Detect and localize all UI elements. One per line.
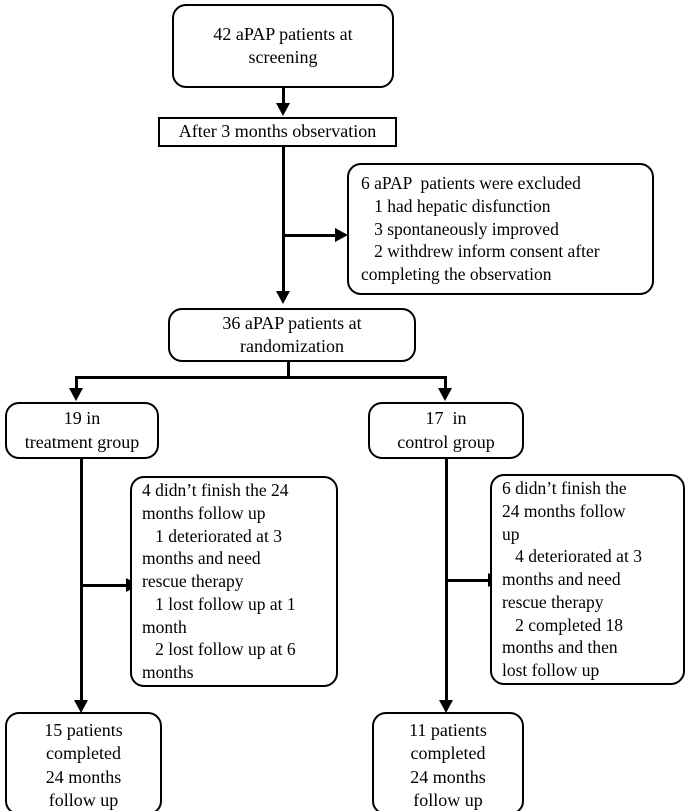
node-treatment-completed: 15 patients completed 24 months follow u… (5, 712, 162, 811)
arrowhead-split-to-treatment (69, 388, 83, 401)
node-control-dropout-line: rescue therapy (502, 591, 604, 612)
node-excluded-line: completing the observation (361, 264, 552, 285)
arrowhead-screening-to-observation (276, 103, 290, 116)
node-treatment-completed-line: 24 months (45, 766, 122, 787)
node-treatment-group-line: treatment group (24, 431, 140, 452)
node-excluded-line: 2 withdrew inform consent after (361, 241, 600, 262)
node-treatment-dropout-line: months (142, 662, 194, 683)
node-treatment-group-line: 19 in (63, 408, 101, 429)
node-control-completed-line: completed (410, 743, 486, 764)
node-control-dropout-line: 6 didn’t finish the (502, 478, 627, 499)
node-screening: 42 aPAP patients at screening (172, 4, 394, 88)
node-control-dropout-line: months and need (502, 569, 621, 590)
connector-control-trunk (445, 459, 448, 705)
connector-control-to-dropout (445, 579, 492, 582)
node-screening-line: screening (248, 47, 318, 67)
node-treatment-dropout-line: 4 didn’t finish the 24 (142, 480, 289, 501)
connector-randomization-stem (287, 362, 290, 379)
node-control-completed-line: 24 months (410, 766, 486, 787)
connector-split-to-control (444, 376, 447, 390)
node-control-dropout-line: 2 completed 18 (502, 614, 624, 635)
node-treatment-dropout-line: 1 deteriorated at 3 (142, 525, 282, 546)
node-treatment-completed-line: completed (46, 743, 121, 764)
node-excluded-line: 6 aPAP patients were excluded (361, 173, 581, 194)
node-treatment-dropout: 4 didn’t finish the 24 months follow up … (130, 476, 338, 687)
node-treatment-dropout-line: month (142, 616, 187, 637)
node-observation: After 3 months observation (158, 117, 397, 147)
connector-split-to-treatment (75, 376, 78, 390)
node-control-dropout-line: up (502, 523, 520, 544)
node-control-group-line: 17 in (425, 408, 467, 429)
node-control-completed-line: 11 patients (409, 720, 487, 740)
node-control-completed: 11 patients completed 24 months follow u… (372, 712, 524, 811)
node-control-group: 17 in control group (368, 402, 524, 459)
node-treatment-completed-line: follow up (48, 790, 119, 811)
node-treatment-dropout-line: months follow up (142, 502, 266, 523)
connector-screening-to-observation (282, 88, 285, 106)
connector-treatment-trunk (80, 459, 83, 705)
node-control-completed-line: follow up (413, 790, 483, 811)
node-treatment-dropout-line: 1 lost follow up at 1 (142, 593, 296, 614)
node-treatment-group: 19 in treatment group (5, 402, 159, 459)
arrowhead-observation-to-randomization (276, 291, 290, 304)
node-excluded-line: 3 spontaneously improved (361, 218, 559, 239)
node-excluded: 6 aPAP patients were excluded 1 had hepa… (347, 163, 654, 295)
node-treatment-completed-line: 15 patients (44, 720, 123, 740)
node-control-dropout-line: 24 months follow (502, 500, 626, 521)
node-control-dropout-line: lost follow up (502, 660, 600, 681)
arrowhead-treatment-to-completed (74, 700, 88, 713)
connector-treatment-to-dropout (80, 584, 130, 587)
node-treatment-dropout-line: 2 lost follow up at 6 (142, 639, 296, 660)
node-control-dropout-line: 4 deteriorated at 3 (502, 546, 642, 567)
connector-randomization-split-bar (75, 376, 447, 379)
node-randomization-line: 36 aPAP patients at (222, 312, 362, 333)
arrowhead-to-excluded (335, 228, 348, 242)
node-excluded-line: 1 had hepatic disfunction (361, 195, 551, 216)
arrowhead-control-to-completed (439, 700, 453, 713)
node-randomization-line: randomization (240, 336, 344, 356)
node-control-group-line: control group (397, 431, 495, 452)
node-observation-line: After 3 months observation (178, 121, 377, 142)
connector-to-excluded (282, 234, 337, 237)
connector-observation-to-randomization (282, 147, 285, 293)
node-treatment-dropout-line: months and need (142, 548, 261, 569)
node-randomization: 36 aPAP patients at randomization (168, 308, 416, 362)
node-treatment-dropout-line: rescue therapy (142, 571, 244, 592)
node-control-dropout-line: months and then (502, 637, 618, 658)
arrowhead-split-to-control (438, 388, 452, 401)
node-control-dropout: 6 didn’t finish the 24 months follow up … (490, 474, 685, 685)
node-screening-line: 42 aPAP patients at (213, 23, 353, 44)
